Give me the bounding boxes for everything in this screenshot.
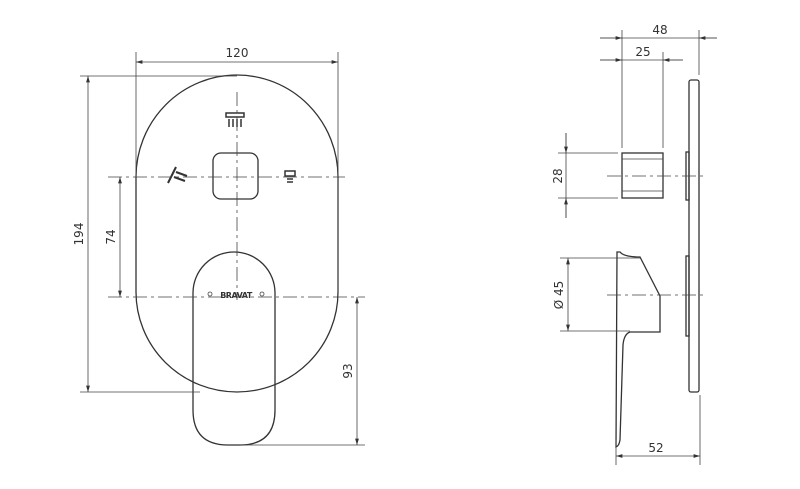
side-handle	[615, 251, 661, 448]
brand-mark: BRAVAT	[207, 291, 265, 300]
dim-depth-total: 48	[652, 23, 667, 37]
dim-diverter-offset: 74	[104, 229, 118, 244]
diverter-knob	[212, 152, 259, 200]
side-knob	[621, 152, 664, 199]
side-plate	[688, 79, 700, 393]
front-view: BRAVAT 120 194 74 93	[72, 46, 365, 446]
dim-lever-depth: 52	[648, 441, 663, 455]
hand-shower-icon	[167, 166, 188, 184]
dim-knob-height: 28	[551, 168, 565, 183]
dim-handle-diameter: Ø 45	[552, 281, 566, 310]
side-view: 48 25 28 Ø 45 52	[551, 23, 717, 465]
dim-knob-depth: 25	[635, 45, 650, 59]
dim-width: 120	[226, 46, 249, 60]
lever-handle	[192, 251, 276, 446]
dim-height: 194	[72, 223, 86, 246]
dim-lever-drop: 93	[341, 363, 355, 378]
overhead-shower-icon	[225, 112, 245, 127]
spout-icon	[284, 170, 296, 183]
svg-text:BRAVAT: BRAVAT	[220, 291, 253, 300]
